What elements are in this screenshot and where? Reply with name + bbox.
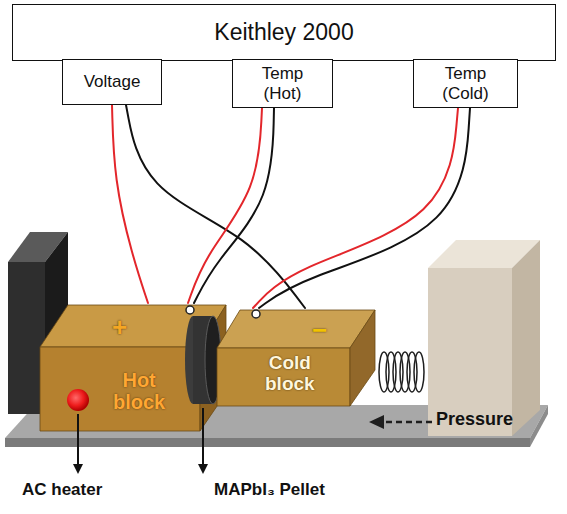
input-terminal-box: Voltage — [62, 59, 162, 105]
wire — [188, 108, 262, 303]
block-face — [217, 310, 375, 348]
pellet — [185, 316, 221, 404]
leader-line — [77, 414, 79, 466]
heater-symbol — [67, 389, 89, 411]
thermocouple-junction — [252, 310, 260, 318]
leader-arrow-head — [198, 464, 208, 474]
label-holder: MAPbI₃ Pellet — [214, 480, 325, 499]
wire — [253, 108, 458, 308]
right-wall-side — [512, 240, 540, 436]
wire — [112, 105, 148, 303]
block-label: Cold block — [265, 352, 315, 395]
spring — [379, 352, 424, 392]
leader-line — [202, 408, 204, 466]
pressure-arrow-shaft — [383, 421, 432, 424]
force-label: Pressure — [436, 409, 513, 429]
channel-label: Temp (Cold) — [442, 64, 488, 102]
leader-arrow-head — [73, 464, 83, 474]
spring-coil — [414, 352, 424, 392]
channel-label: Voltage — [84, 72, 141, 91]
pressure-arrow-head — [369, 415, 384, 429]
base-plate-front — [5, 438, 530, 447]
instrument-name: Keithley 2000 — [214, 20, 353, 46]
left-wall-front — [8, 262, 45, 414]
wire — [126, 105, 305, 308]
block-label: Hot block — [113, 369, 165, 414]
part-label: MAPbI₃ Pellet — [214, 480, 325, 499]
label-holder: AC heater — [22, 480, 102, 499]
input-terminal-box: Temp (Hot) — [232, 59, 333, 108]
thermocouple-junction — [186, 306, 194, 314]
polarity-sign: − — [312, 316, 327, 345]
polarity-sign: + — [112, 313, 127, 342]
wire — [194, 108, 274, 303]
input-terminal-box: Temp (Cold) — [413, 59, 518, 108]
wire — [259, 108, 470, 308]
block-face — [40, 347, 200, 431]
channel-label: Temp (Hot) — [262, 64, 304, 102]
block-face — [350, 310, 375, 406]
block-face — [217, 348, 350, 406]
cold-block: − Cold block — [215, 308, 380, 408]
part-label: AC heater — [22, 480, 102, 499]
instrument-box: Keithley 2000 — [12, 4, 556, 61]
label-holder: Pressure — [436, 409, 513, 429]
